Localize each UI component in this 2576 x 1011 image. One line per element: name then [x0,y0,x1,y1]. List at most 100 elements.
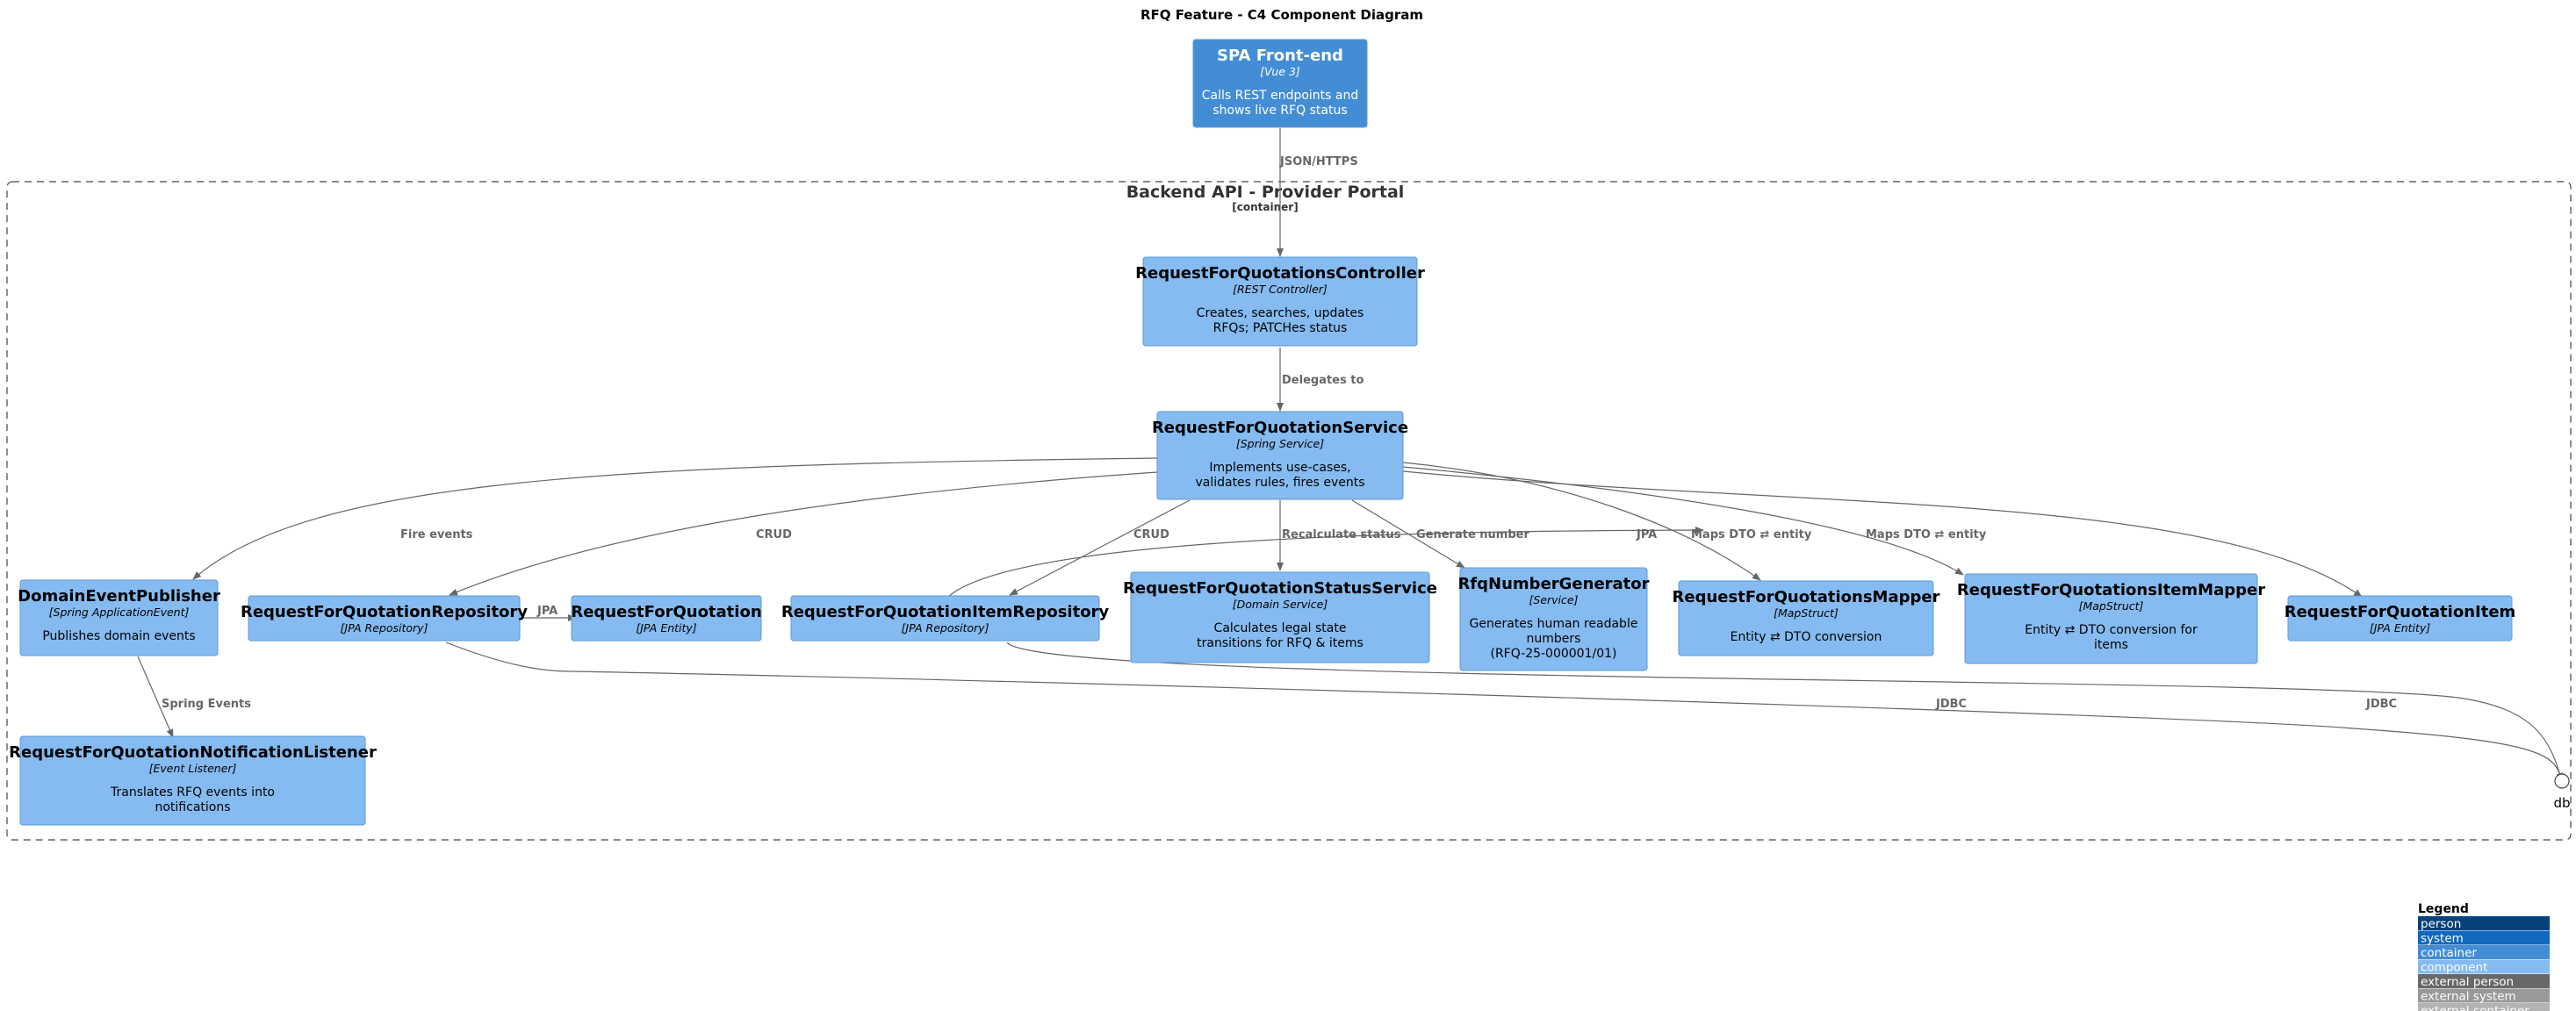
node-description-line: items [2094,638,2128,652]
node-technology: [JPA Repository] [341,621,428,635]
edge-service-mapper [1402,462,1761,581]
legend-item-label: container [2421,946,2477,960]
node-description-line: Creates, searches, updates [1197,306,1364,320]
node-technology: [JPA Repository] [902,621,989,635]
node-box [2287,595,2513,642]
node-box [1156,411,1404,500]
edge-service-item [1402,470,2363,598]
node-box [790,595,1100,642]
node-box [1192,39,1368,128]
node-name: RequestForQuotationItemRepository [781,603,1110,621]
node-name: RequestForQuotationsItemMapper [1957,581,2265,599]
node-description-line: Implements use-cases, [1209,461,1350,475]
node-description-line: transitions for RFQ & items [1197,636,1364,650]
node-description-line: Translates RFQ events into [110,785,275,799]
node-description-line: shows live RFQ status [1212,104,1347,118]
node-description-line: (RFQ-25-000001/01) [1490,647,1616,661]
edge-label-fire-events: Fire events [400,528,473,541]
edge-label-jpa-2: JPA [1636,528,1657,541]
legend-swatch [2418,959,2550,974]
legend-swatch [2418,916,2550,930]
node-name: DomainEventPublisher [18,587,220,606]
node-technology: [MapStruct] [2079,599,2144,613]
legend-item-label: external container [2421,1004,2529,1011]
node-description-line: Entity ⇄ DTO conversion for [2025,623,2198,637]
edge-label-jdbc-1: JDBC [1935,698,1967,711]
node-rfq-repository[interactable]: RequestForQuotationRepository[JPA Reposi… [241,595,528,642]
node-rfq-number-generator[interactable]: RfqNumberGenerator[Service]Generates hum… [1457,567,1650,671]
node-description-line: Entity ⇄ DTO conversion [1731,630,1882,644]
node-box [19,579,219,656]
node-description-line: Calculates legal state [1214,621,1347,635]
node-rfq-status-service[interactable]: RequestForQuotationStatusService[Domain … [1123,571,1437,663]
legend-item-label: external person [2421,975,2514,989]
legend-item-label: person [2421,917,2461,931]
edge-label-maps-dto-1: Maps DTO ⇄ entity [1691,528,1812,541]
node-name: RequestForQuotationsMapper [1673,588,1940,606]
diagram-title: RFQ Feature - C4 Component Diagram [1140,7,1423,23]
edge-itemrepo-db [1006,642,2564,782]
legend-title: Legend [2418,902,2469,916]
node-rfq-mapper[interactable]: RequestForQuotationsMapper[MapStruct] Ent… [1673,580,1940,656]
legend-item-label: system [2421,932,2464,946]
node-technology: [Spring Service] [1236,437,1324,450]
node-box [1130,571,1430,663]
node-technology: [Domain Service] [1233,598,1328,611]
node-box [1142,256,1418,347]
node-technology: [Vue 3] [1260,65,1300,78]
node-box [19,735,366,826]
db-label: db [2553,795,2570,811]
node-description-line: validates rules, fires events [1195,476,1364,490]
node-spa-front-end[interactable]: SPA Front-end[Vue 3] Calls REST endpoints… [1192,39,1368,128]
container-boundary [6,181,2572,841]
node-description-line: Generates human readable [1470,617,1638,631]
node-technology: [JPA Entity] [2370,621,2430,635]
edge-service-repo [449,471,1158,596]
edge-label-crud-1: CRUD [756,528,792,541]
node-service[interactable]: RequestForQuotationService[Spring Servic… [1152,411,1408,500]
node-box [248,595,521,642]
legend-swatch [2418,930,2550,945]
node-name: SPA Front-end [1217,47,1343,65]
node-controller[interactable]: RequestForQuotationsController[REST Cont… [1135,256,1425,347]
legend-swatch [2418,974,2550,988]
node-rfq-notification-listener[interactable]: RequestForQuotationNotificationListener[… [9,735,377,826]
node-rfq-entity[interactable]: RequestForQuotation[JPA Entity] [571,595,762,642]
node-technology: [Service] [1529,593,1579,606]
node-description-line: Publishes domain events [42,629,195,643]
node-description-line: RFQs; PATCHes status [1213,321,1348,335]
node-box [1459,567,1648,671]
node-rfq-item-mapper[interactable]: RequestForQuotationsItemMapper[MapStruct… [1957,573,2265,664]
node-technology: [JPA Entity] [636,621,696,635]
edge-service-publisher [192,457,1158,580]
node-technology: [Event Listener] [149,762,237,775]
edges-layer: JSON/HTTPS Delegates to Fire events CRUD… [137,128,2564,782]
node-box [1964,573,2258,664]
boundary-title: Backend API - Provider Portal [1126,183,1405,202]
nodes-layer: SPA Front-end[Vue 3] Calls REST endpoints… [9,39,2516,826]
edge-label-crud-2: CRUD [1133,528,1169,541]
edge-label-delegates-to: Delegates to [1282,374,1364,387]
node-technology: [REST Controller] [1233,283,1328,296]
node-technology: [MapStruct] [1774,606,1838,620]
node-rfq-item-repository[interactable]: RequestForQuotationItemRepository[JPA Re… [781,595,1110,642]
edge-service-itemmapper [1402,466,1964,576]
boundary-type: [container] [1232,201,1298,213]
node-box [571,595,762,642]
legend-item-label: component [2421,961,2487,975]
db-interface-icon[interactable] [2554,773,2570,789]
legend-item-label: external system [2421,990,2516,1004]
node-box [1678,580,1934,656]
node-description-line: Calls REST endpoints and [1202,89,1359,103]
edge-service-itemrepo [1009,499,1191,596]
edge-label-generate-number: Generate number [1416,528,1529,541]
node-name: RequestForQuotation [571,603,761,621]
edge-itemrepo-item [947,527,1704,598]
legend: Legend personsystemcontainercomponentext… [2418,902,2550,1011]
node-domain-event-publisher[interactable]: DomainEventPublisher[Spring ApplicationE… [18,579,220,656]
node-rfq-item-entity[interactable]: RequestForQuotationItem[JPA Entity] [2285,595,2516,642]
edge-publisher-listener [137,656,174,738]
edge-label-maps-dto-2: Maps DTO ⇄ entity [1866,528,1987,541]
node-name: RequestForQuotationItem [2285,603,2516,621]
